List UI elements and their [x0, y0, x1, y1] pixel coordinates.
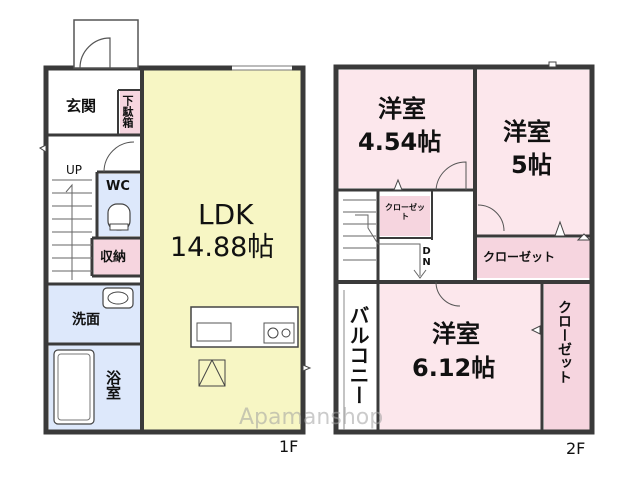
storage-area [94, 239, 140, 275]
western-room-1-name: 洋室 [378, 95, 426, 123]
closet-wide-label: クローゼット [483, 250, 556, 264]
closet-tall-label: クローゼット [556, 300, 572, 384]
bath-label: 浴室 [104, 370, 122, 400]
western-room-2-name: 洋室 [503, 118, 551, 146]
floor-2f-label: 2F [566, 439, 586, 458]
shoe-box-area [120, 91, 140, 134]
closet-small-label: クローゼット [385, 203, 425, 222]
western-room-1-area [339, 70, 475, 188]
floor-1f-plan [39, 19, 312, 435]
entrance-label: 玄関 [66, 97, 97, 115]
closet-small-area [380, 196, 430, 236]
ldk-size-label: 14.88帖 [170, 232, 275, 263]
closet-tall-area [544, 284, 590, 430]
western-room-1-size: 4.54帖 [358, 128, 442, 156]
washroom-label: 洗面 [72, 312, 100, 328]
floor-2f-plan [333, 61, 595, 435]
western-room-3-name: 洋室 [432, 320, 480, 348]
wc-label: WC [106, 179, 130, 194]
closet-wide-area [477, 238, 590, 278]
dn-label: DN [421, 246, 432, 268]
western-room-3-size: 6.12帖 [412, 354, 496, 382]
storage-label: 収納 [100, 250, 127, 265]
western-room-3-area [380, 282, 542, 430]
balcony-label: バルコニー [346, 305, 370, 405]
ldk-area [143, 70, 301, 430]
ldk-name-label: LDK [198, 198, 254, 231]
western-room-2-size: 5帖 [511, 151, 552, 179]
watermark-text: Apamanshop [239, 405, 384, 430]
floor-1f-label: 1F [279, 437, 299, 456]
up-label: UP [66, 163, 83, 177]
western-room-2-area [477, 70, 590, 235]
shoe-box-label: 下駄箱 [121, 95, 134, 128]
